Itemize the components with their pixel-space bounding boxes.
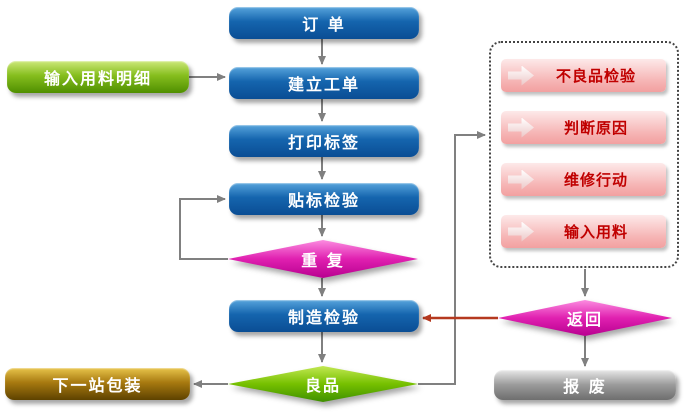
decision-repeat: 重 复 bbox=[228, 240, 418, 278]
node-create-work-order: 建立工单 bbox=[229, 67, 419, 99]
arrow-good-to-defect-box bbox=[418, 131, 486, 385]
defect-item-input-material: 输入用料 bbox=[501, 215, 666, 248]
defect-handling-box: 不良品检验 判断原因 维修行动 输入用料 bbox=[489, 41, 679, 268]
node-print-label: 打印标签 bbox=[229, 125, 419, 157]
node-order: 订 单 bbox=[229, 7, 419, 39]
node-manufacture-inspection: 制造检验 bbox=[229, 300, 419, 332]
defect-item-label: 不良品检验 bbox=[555, 67, 636, 85]
node-label-inspection: 贴标检验 bbox=[229, 183, 419, 215]
defect-item-label: 判断原因 bbox=[563, 119, 628, 137]
block-arrow-icon bbox=[508, 221, 534, 242]
block-arrow-icon bbox=[508, 117, 534, 138]
block-arrow-icon bbox=[508, 65, 534, 86]
decision-repeat-shape: 重 复 bbox=[228, 240, 418, 278]
decision-good-product-shape: 良品 bbox=[228, 366, 418, 402]
node-next-station-packaging: 下一站包装 bbox=[5, 368, 190, 400]
node-scrap: 报 废 bbox=[494, 370, 676, 400]
arrow-repeat-loop-to-label bbox=[179, 195, 228, 260]
block-arrow-icon bbox=[508, 169, 534, 190]
defect-item-repair-action: 维修行动 bbox=[501, 163, 666, 196]
decision-return: 返回 bbox=[498, 300, 672, 336]
defect-item-inspection: 不良品检验 bbox=[501, 59, 666, 92]
decision-return-shape: 返回 bbox=[498, 300, 672, 336]
node-input-material-detail: 输入用料明细 bbox=[7, 61, 189, 93]
defect-item-determine-cause: 判断原因 bbox=[501, 111, 666, 144]
defect-item-label: 输入用料 bbox=[563, 223, 628, 241]
defect-item-label: 维修行动 bbox=[563, 171, 628, 189]
decision-good-product: 良品 bbox=[228, 366, 418, 402]
